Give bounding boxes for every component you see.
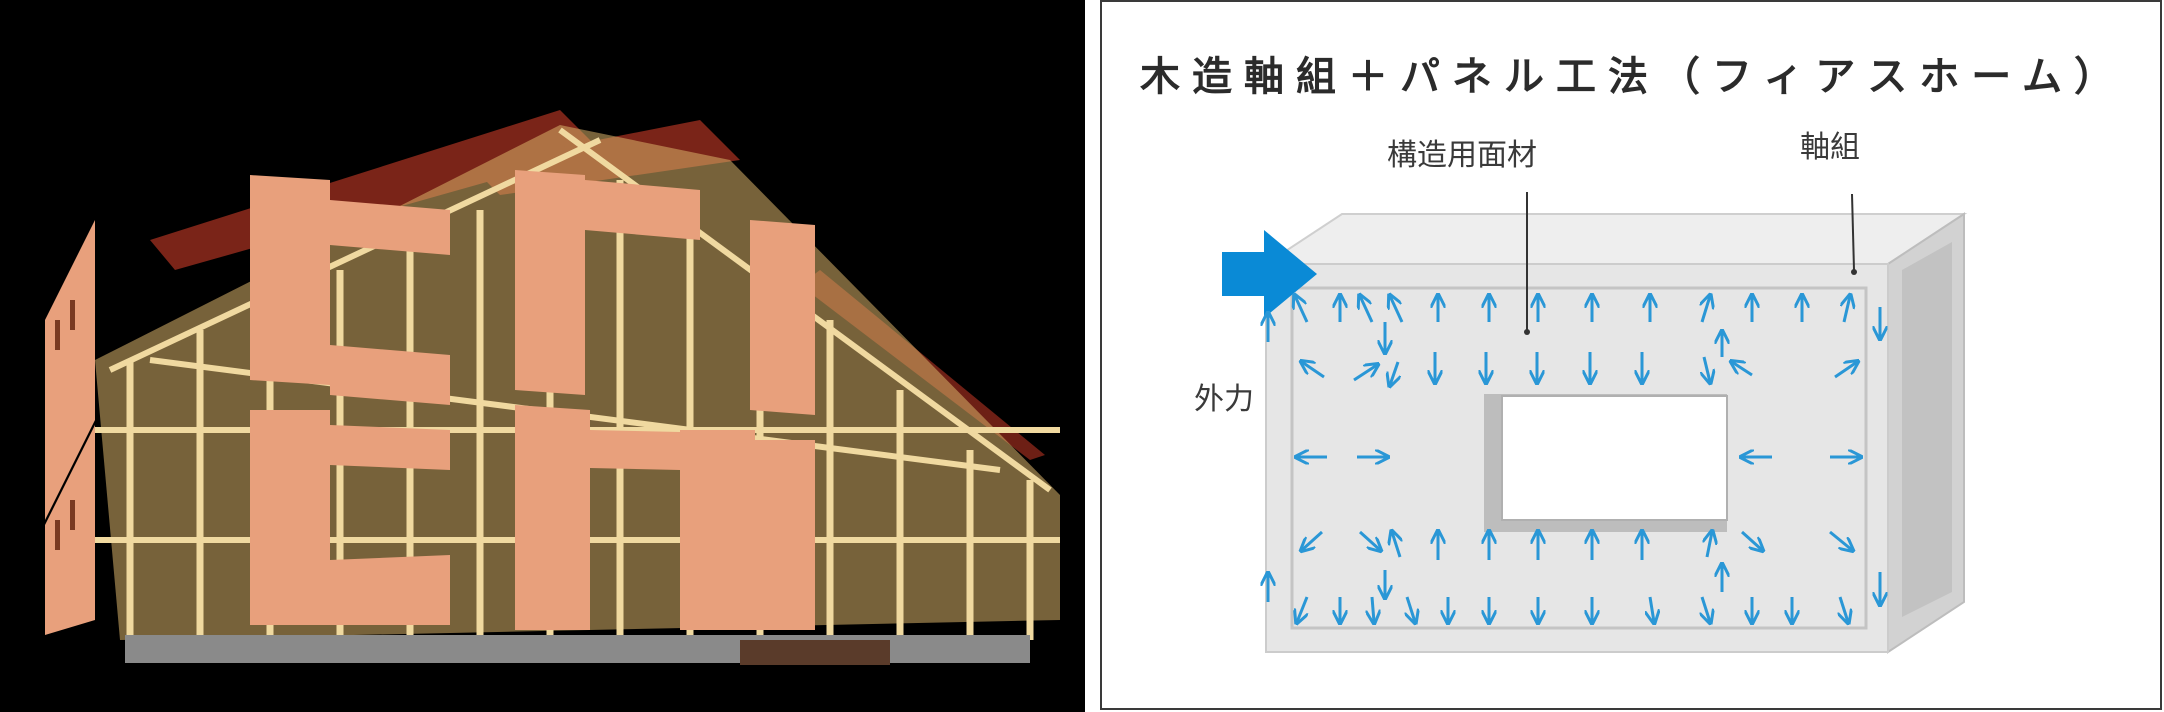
stress-arrows [1268,296,1880,622]
wall-side-inset [1902,242,1952,617]
diagram-panel: 木造軸組＋パネル工法（フィアスホーム） 構造用面材 軸組 外力 [1100,0,2162,710]
frame-leader-dot [1851,269,1857,275]
foundation [125,635,1030,663]
house-frame-illustration [45,110,1060,665]
panel-slots [55,300,75,550]
window-opening [1501,395,1728,521]
frame-outline [1290,286,1868,630]
wall-top [1262,213,1968,265]
label-frame: 軸組 [1800,130,1860,165]
label-external-force: 外力 [1194,382,1254,417]
frame-leader-line [1851,193,1855,271]
external-force-arrow [1222,230,1317,318]
structural-panels [45,170,815,635]
wall-diagram [1222,192,1968,654]
label-structural-panel: 構造用面材 [1387,138,1537,173]
panel-leader-dot [1524,329,1530,335]
house-frame-image [0,0,1085,712]
foundation-steps [740,640,890,665]
diagram-title: 木造軸組＋パネル工法（フィアスホーム） [1140,54,2126,100]
